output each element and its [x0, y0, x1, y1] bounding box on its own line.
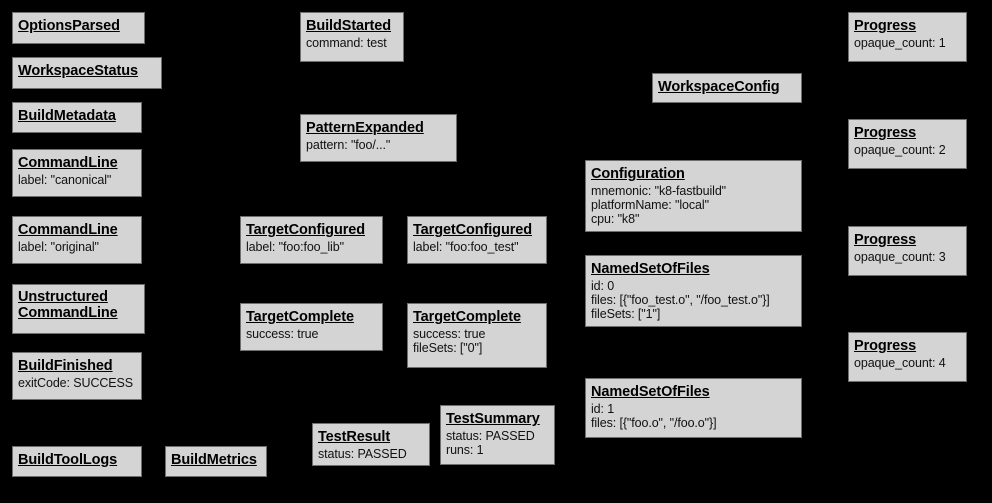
event-node-unstructured-command-line[interactable]: Unstructured CommandLine	[12, 284, 145, 334]
event-node-field: files: [{"foo.o", "/foo.o"}]	[591, 415, 717, 430]
event-node-title: NamedSetOfFiles	[591, 261, 710, 277]
event-node-workspace-status[interactable]: WorkspaceStatus	[12, 57, 162, 89]
event-node-fields: mnemonic: "k8-fastbuild"platformName: "l…	[591, 184, 796, 226]
event-node-fields: status: PASSED	[318, 447, 424, 461]
event-node-field: command: test	[306, 35, 387, 50]
event-node-field: mnemonic: "k8-fastbuild"	[591, 183, 727, 198]
event-node-fields: label: "original"	[18, 240, 136, 254]
event-node-title: BuildFinished	[18, 358, 113, 374]
event-node-field: status: PASSED	[446, 428, 535, 443]
event-node-title: BuildMetrics	[171, 452, 257, 468]
event-node-workspace-config[interactable]: WorkspaceConfig	[652, 73, 802, 103]
event-node-title: Unstructured CommandLine	[18, 289, 118, 322]
event-node-field: label: "original"	[18, 239, 99, 254]
event-node-build-metadata[interactable]: BuildMetadata	[12, 102, 142, 133]
event-node-title: Progress	[854, 232, 917, 248]
event-node-fields: pattern: "foo/..."	[306, 138, 451, 152]
event-node-build-finished[interactable]: BuildFinished exitCode: SUCCESS	[12, 352, 142, 400]
event-node-field: cpu: "k8"	[591, 211, 640, 226]
event-node-title: TargetComplete	[246, 309, 354, 325]
event-node-title: TestSummary	[446, 411, 540, 427]
event-node-field: id: 0	[591, 278, 615, 293]
event-node-title: BuildMetadata	[18, 108, 116, 124]
event-node-field: opaque_count: 1	[854, 35, 946, 50]
event-node-field: pattern: "foo/..."	[306, 137, 391, 152]
event-node-field: exitCode: SUCCESS	[18, 375, 134, 390]
event-node-field: platformName: "local"	[591, 197, 709, 212]
event-node-title: CommandLine	[18, 222, 118, 238]
event-node-fields: exitCode: SUCCESS	[18, 376, 136, 390]
event-node-title: WorkspaceConfig	[658, 79, 780, 95]
event-node-title: OptionsParsed	[18, 18, 120, 34]
event-node-title: Progress	[854, 18, 917, 34]
event-node-title: Configuration	[591, 166, 685, 182]
event-node-field: opaque_count: 4	[854, 355, 946, 370]
event-node-fields: label: "foo:foo_lib"	[246, 240, 377, 254]
event-node-field: success: true	[413, 326, 486, 341]
event-node-title: WorkspaceStatus	[18, 63, 138, 79]
event-node-field: opaque_count: 2	[854, 142, 946, 157]
event-node-build-metrics[interactable]: BuildMetrics	[165, 446, 267, 477]
event-node-field: label: "canonical"	[18, 172, 112, 187]
event-node-fields: label: "canonical"	[18, 173, 136, 187]
event-node-title: Progress	[854, 125, 917, 141]
event-node-title: BuildStarted	[306, 18, 392, 34]
event-node-field: fileSets: ["1"]	[591, 306, 661, 321]
event-node-title: PatternExpanded	[306, 120, 424, 136]
event-node-field: label: "foo:foo_lib"	[246, 239, 344, 254]
event-node-title: TestResult	[318, 429, 391, 445]
event-node-fields: opaque_count: 2	[854, 143, 961, 157]
event-node-field: id: 1	[591, 401, 615, 416]
event-node-field: runs: 1	[446, 442, 484, 457]
event-node-fields: opaque_count: 1	[854, 36, 961, 50]
event-node-title: NamedSetOfFiles	[591, 384, 710, 400]
event-node-title: TargetComplete	[413, 309, 521, 325]
event-node-field: opaque_count: 3	[854, 249, 946, 264]
event-node-field: files: [{"foo_test.o", "/foo_test.o"}]	[591, 292, 770, 307]
event-node-fields: label: "foo:foo_test"	[413, 240, 541, 254]
event-node-build-tool-logs[interactable]: BuildToolLogs	[12, 446, 142, 477]
event-node-fields: success: true	[246, 327, 377, 341]
event-node-title: Progress	[854, 338, 917, 354]
event-node-field: fileSets: ["0"]	[413, 340, 483, 355]
event-node-title: CommandLine	[18, 155, 118, 171]
event-node-fields: command: test	[306, 36, 398, 50]
event-node-title: TargetConfigured	[413, 222, 532, 238]
event-node-field: success: true	[246, 326, 319, 341]
event-node-title: BuildToolLogs	[18, 452, 118, 468]
event-node-fields: opaque_count: 4	[854, 356, 961, 370]
event-node-options-parsed[interactable]: OptionsParsed	[12, 12, 145, 44]
event-node-fields: opaque_count: 3	[854, 250, 961, 264]
event-node-field: status: PASSED	[318, 446, 407, 461]
event-node-field: label: "foo:foo_test"	[413, 239, 519, 254]
event-node-title: TargetConfigured	[246, 222, 365, 238]
